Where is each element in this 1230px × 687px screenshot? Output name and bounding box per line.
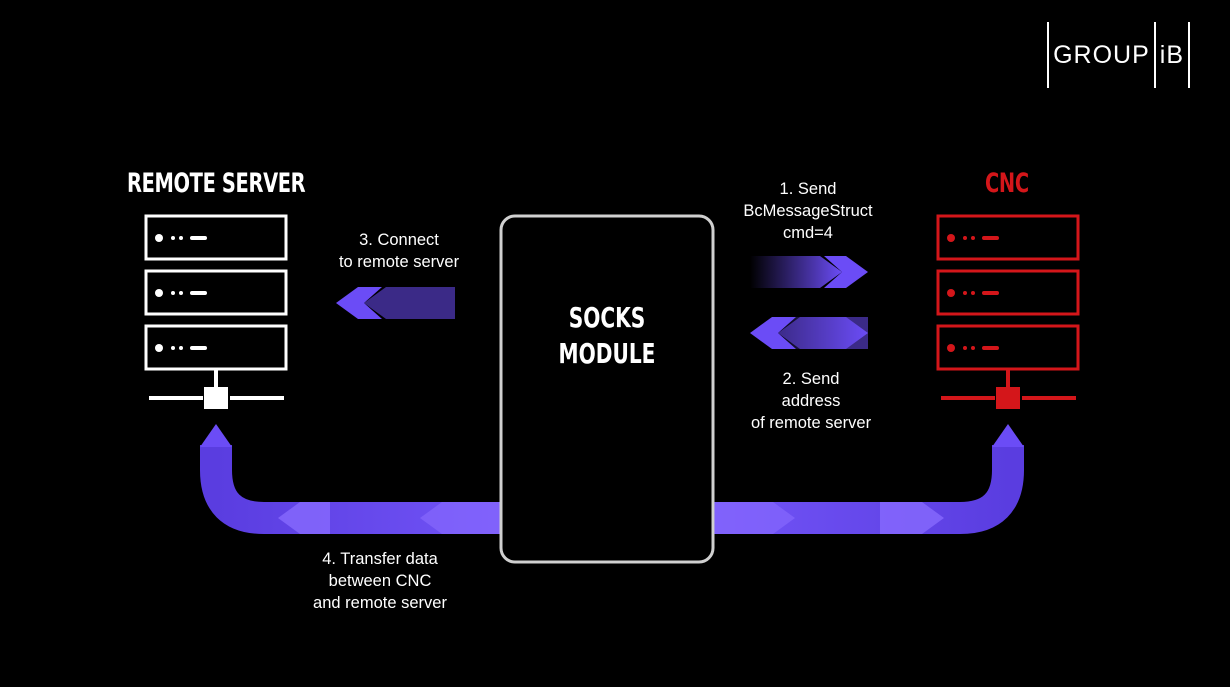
socks-module-label: SOCKS MODULE xyxy=(535,300,679,372)
arrow-connect-remote xyxy=(336,287,455,319)
cnc-server-icon xyxy=(936,214,1080,409)
step3-line: to remote server xyxy=(338,253,460,271)
step4-line: and remote server xyxy=(313,594,447,612)
logo-text-ib: iB xyxy=(1159,40,1184,69)
arrow-send-struct xyxy=(750,256,868,288)
track-chevron-left xyxy=(420,502,500,534)
arrow-send-address xyxy=(750,317,868,349)
module-line1: SOCKS xyxy=(568,301,646,334)
socks-module-box xyxy=(499,214,715,564)
track-arrow-up-left xyxy=(200,424,232,447)
step2-line: address xyxy=(781,392,841,410)
remote-server-title: REMOTE SERVER xyxy=(127,168,306,199)
step4-line: between CNC xyxy=(328,572,432,590)
step3-label: 3. Connect to remote server xyxy=(299,229,499,273)
step1-label: 1. Send BcMessageStruct cmd=4 xyxy=(708,178,908,244)
track-chevron-right xyxy=(880,502,944,534)
track-chevron-right xyxy=(715,502,795,534)
cnc-title: CNC xyxy=(985,168,1029,199)
remote-server-icon xyxy=(144,214,288,409)
track-arrow-up-right xyxy=(992,424,1024,447)
step4-label: 4. Transfer data between CNC and remote … xyxy=(280,548,480,614)
module-line2: MODULE xyxy=(558,337,656,370)
group-ib-logo: GROUP iB xyxy=(1043,22,1194,88)
logo-text-group: GROUP xyxy=(1053,40,1150,69)
step2-line: of remote server xyxy=(750,414,872,432)
step4-line: 4. Transfer data xyxy=(322,550,438,568)
step2-line: 2. Send xyxy=(782,370,840,388)
step2-label: 2. Send address of remote server xyxy=(711,368,911,434)
step1-line: cmd=4 xyxy=(783,224,833,242)
logo-bar xyxy=(1047,22,1050,88)
logo-bar xyxy=(1188,22,1190,88)
step1-line: BcMessageStruct xyxy=(743,202,873,220)
logo-bar xyxy=(1153,22,1156,88)
step1-line: 1. Send xyxy=(779,180,837,198)
step3-line: 3. Connect xyxy=(359,231,439,249)
track-chevron-left xyxy=(278,502,330,534)
